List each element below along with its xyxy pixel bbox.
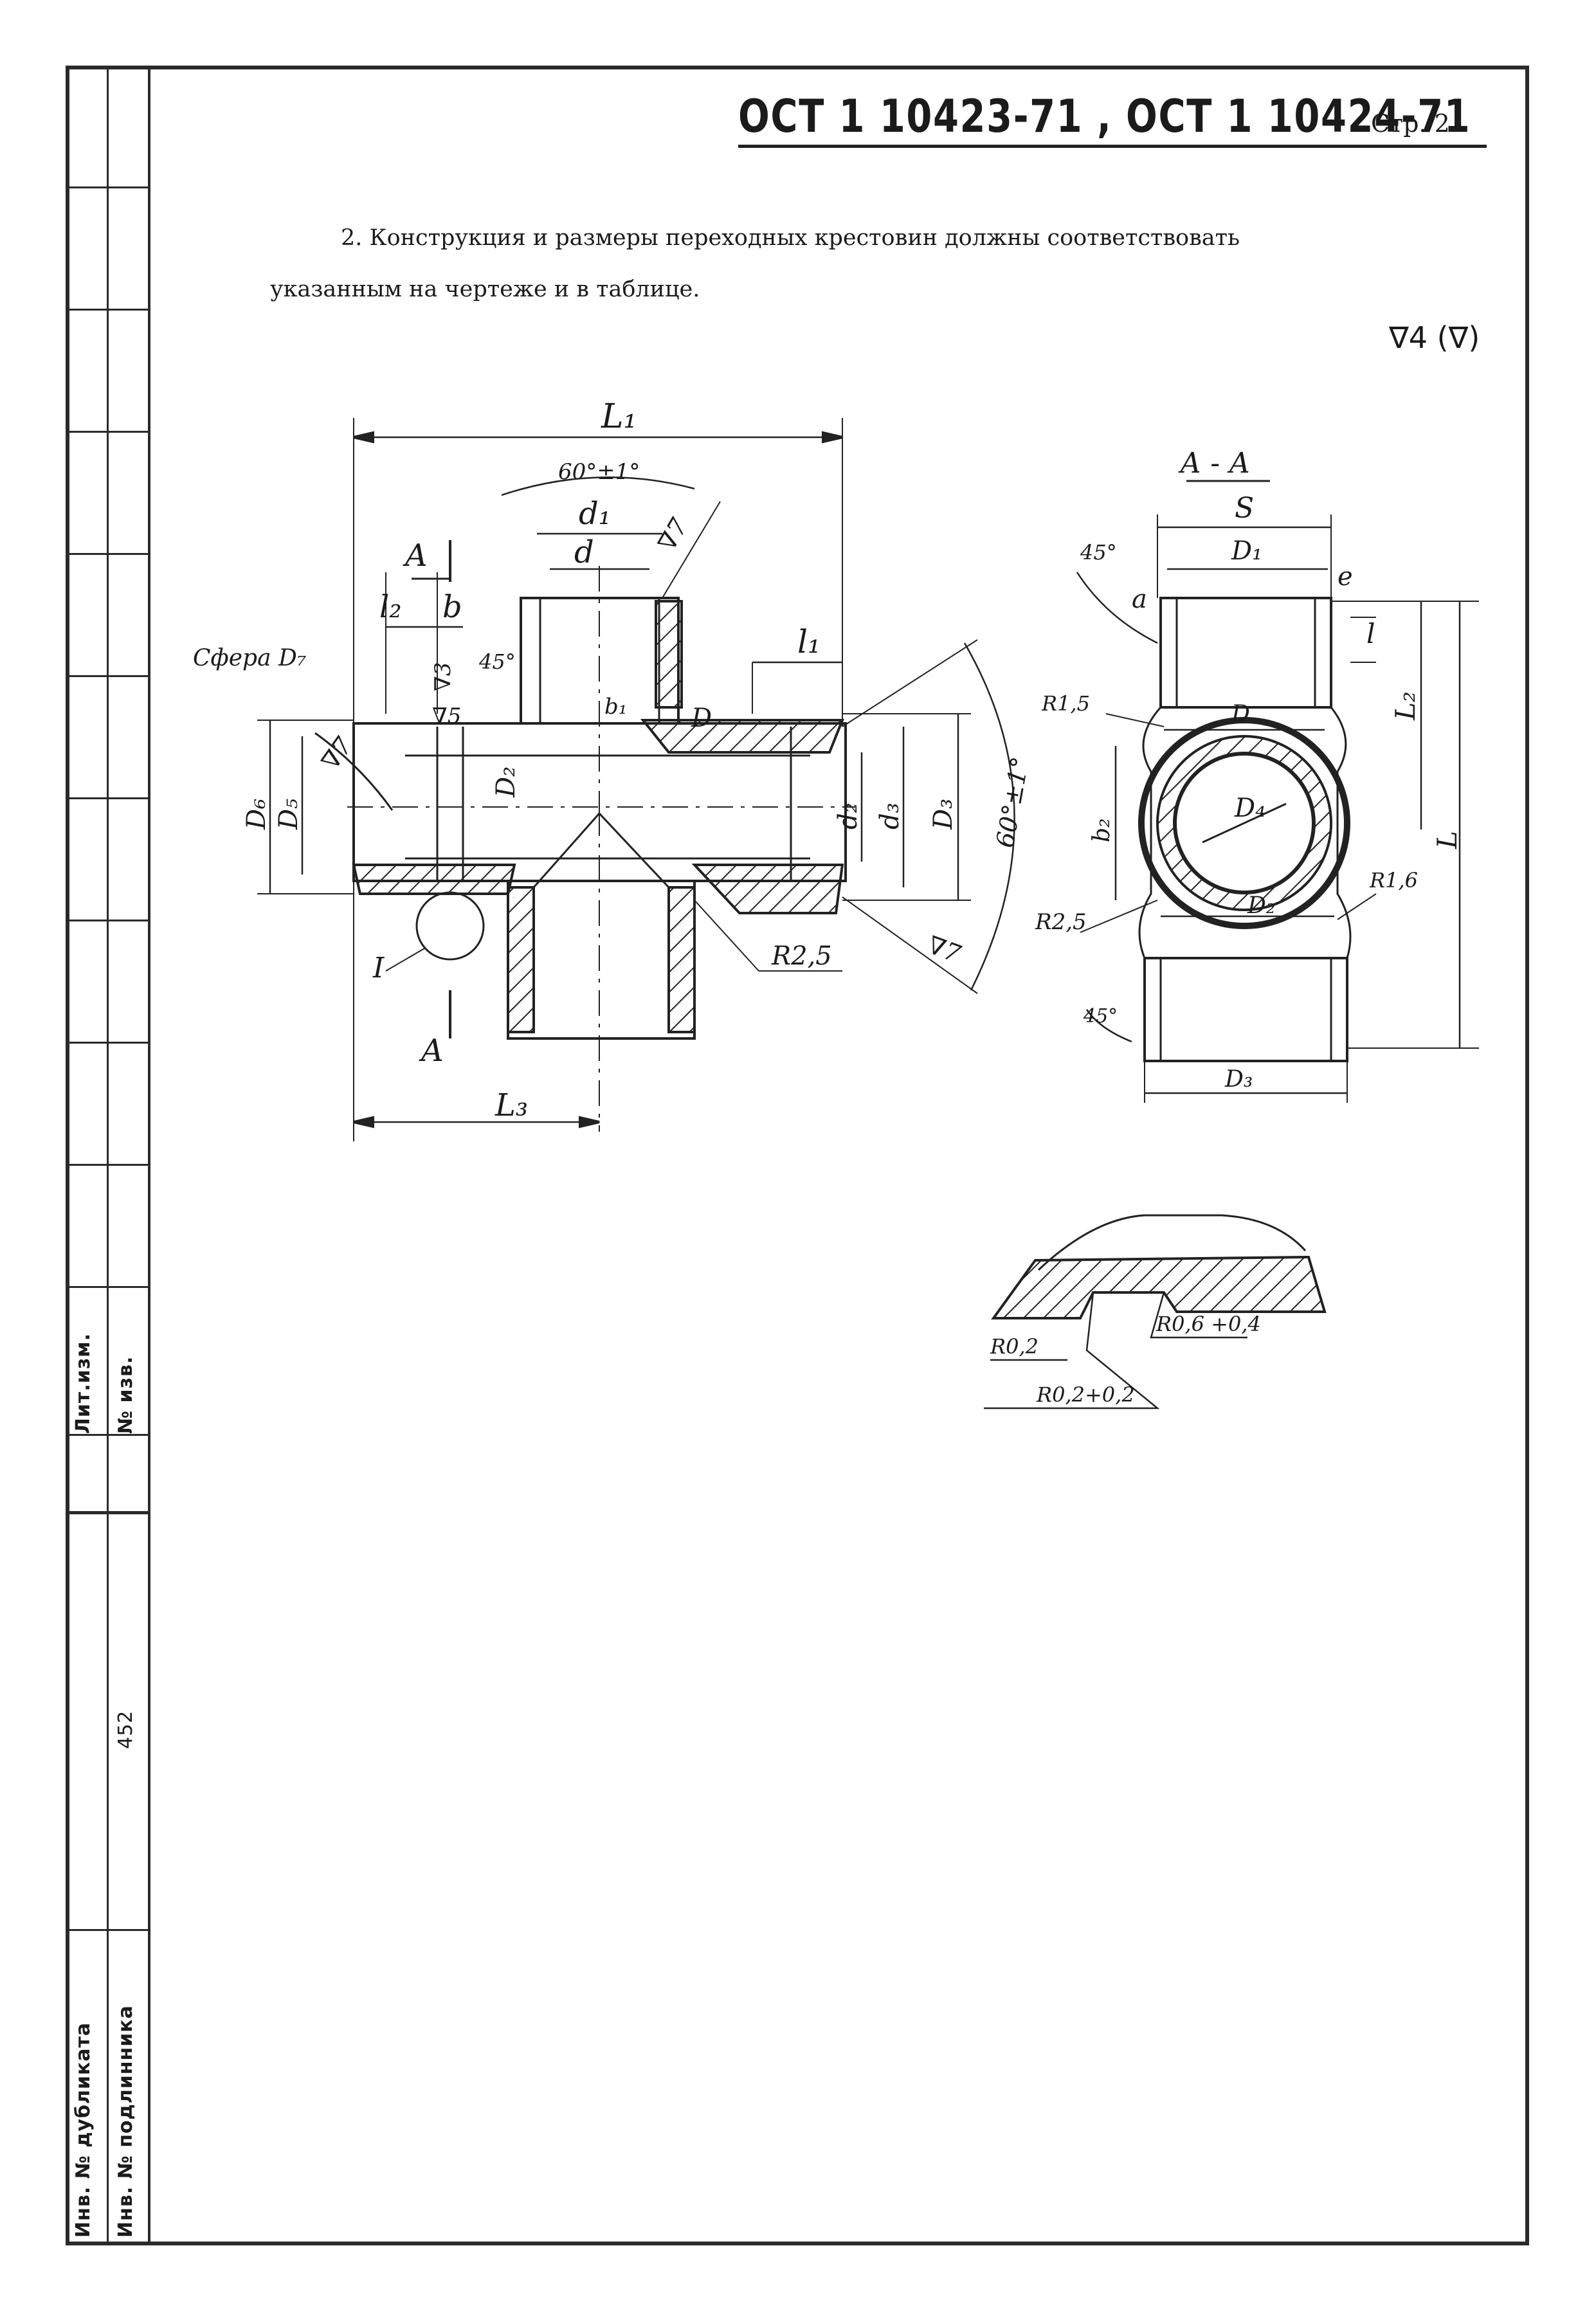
side-strip-tick bbox=[66, 1511, 148, 1514]
section-label-l: l bbox=[1366, 618, 1375, 649]
section-label-a: a bbox=[1132, 585, 1147, 614]
label-L3: L₃ bbox=[494, 1087, 528, 1123]
label-angle-top: 60°±1° bbox=[558, 459, 640, 485]
label-D2: D₂ bbox=[491, 766, 521, 798]
side-strip-tick bbox=[66, 1929, 148, 1931]
label-section-a-top: A bbox=[403, 538, 428, 574]
side-strip-tick bbox=[66, 797, 148, 799]
side-strip-tick bbox=[66, 1286, 148, 1288]
label-section-a-bottom: A bbox=[419, 1033, 444, 1069]
label-d3: d₃ bbox=[875, 802, 905, 829]
label-rough-5: ∇5 bbox=[432, 703, 461, 729]
sheet-frame bbox=[66, 66, 1529, 2245]
section-label-D1: D₁ bbox=[1231, 536, 1262, 566]
side-strip-tick bbox=[66, 186, 148, 188]
section-label-D2: D₂ bbox=[1247, 893, 1275, 919]
section-label-D3: D₃ bbox=[1224, 1066, 1253, 1092]
section-label-L2: L₂ bbox=[1390, 691, 1421, 721]
main-view bbox=[257, 418, 1015, 1141]
side-strip-tick bbox=[66, 1164, 148, 1166]
label-angle-45: 45° bbox=[478, 649, 516, 674]
label-l2: l₂ bbox=[379, 589, 402, 625]
side-strip-tick bbox=[66, 431, 148, 433]
section-label-R1-6: R1,6 bbox=[1369, 868, 1418, 893]
label-rough-7-top: ∇7 bbox=[653, 513, 694, 556]
section-label-D: D bbox=[1231, 701, 1250, 727]
section-label-S: S bbox=[1235, 492, 1254, 525]
label-l1: l₁ bbox=[797, 623, 821, 660]
side-strip-tick bbox=[66, 1042, 148, 1044]
label-L1: L₁ bbox=[601, 397, 637, 436]
label-sphere: Сфера D₇ bbox=[193, 645, 306, 671]
label-b: b bbox=[442, 589, 462, 625]
label-rough-3: ∇3 bbox=[430, 662, 456, 691]
section-label-L: L bbox=[1431, 831, 1463, 849]
page-number: Стр. 2 bbox=[1371, 109, 1450, 138]
label-D6: D₆ bbox=[242, 799, 271, 830]
detail-label-r06: R0,6 +0,4 bbox=[1156, 1312, 1261, 1336]
label-rough-7-bottom: ∇7 bbox=[924, 930, 965, 968]
title-underline bbox=[738, 145, 1487, 148]
section-angle-45-top: 45° bbox=[1080, 540, 1117, 565]
label-d2: d₂ bbox=[833, 802, 863, 829]
paragraph-line-1: 2. Конструкция и размеры переходных крес… bbox=[341, 225, 1240, 251]
side-strip-border bbox=[148, 66, 150, 2245]
section-label-b2: b₂ bbox=[1089, 819, 1115, 842]
label-b1: b₁ bbox=[604, 694, 627, 720]
label-angle-right: 60°±1° bbox=[991, 755, 1035, 850]
section-view bbox=[1076, 480, 1479, 1103]
label-D5: D₅ bbox=[274, 799, 304, 830]
side-strip-tick bbox=[66, 920, 148, 921]
section-label-R1-5: R1,5 bbox=[1041, 691, 1090, 716]
section-title: А - А bbox=[1178, 447, 1250, 480]
label-R2-5: R2,5 bbox=[771, 941, 832, 971]
side-strip-tick bbox=[66, 553, 148, 555]
section-label-D4: D₄ bbox=[1234, 793, 1265, 823]
section-label-e: e bbox=[1338, 562, 1353, 592]
label-detail-I: I bbox=[372, 952, 385, 984]
label-D3: D₃ bbox=[929, 799, 958, 830]
surface-roughness-mark: ∇4 (∇) bbox=[1389, 320, 1480, 355]
document-title: ОСТ 1 10423-71 , ОСТ 1 10424-71 bbox=[738, 90, 1471, 143]
section-angle-45-bottom: 45° bbox=[1083, 1005, 1118, 1028]
label-D: D bbox=[691, 703, 712, 733]
paragraph-line-2: указанным на чертеже и в таблице. bbox=[270, 276, 700, 302]
label-d: d bbox=[574, 534, 594, 570]
label-d1: d₁ bbox=[579, 496, 611, 532]
detail-label-r02-tol: R0,2+0,2 bbox=[1036, 1382, 1135, 1407]
section-label-R2-5: R2,5 bbox=[1035, 909, 1087, 935]
side-strip-divider bbox=[107, 66, 109, 2245]
detail-I bbox=[984, 1214, 1327, 1409]
side-strip-tick bbox=[66, 675, 148, 677]
detail-label-r02: R0,2 bbox=[990, 1334, 1038, 1359]
side-strip-tick bbox=[66, 1434, 148, 1436]
side-strip-tick bbox=[66, 309, 148, 311]
